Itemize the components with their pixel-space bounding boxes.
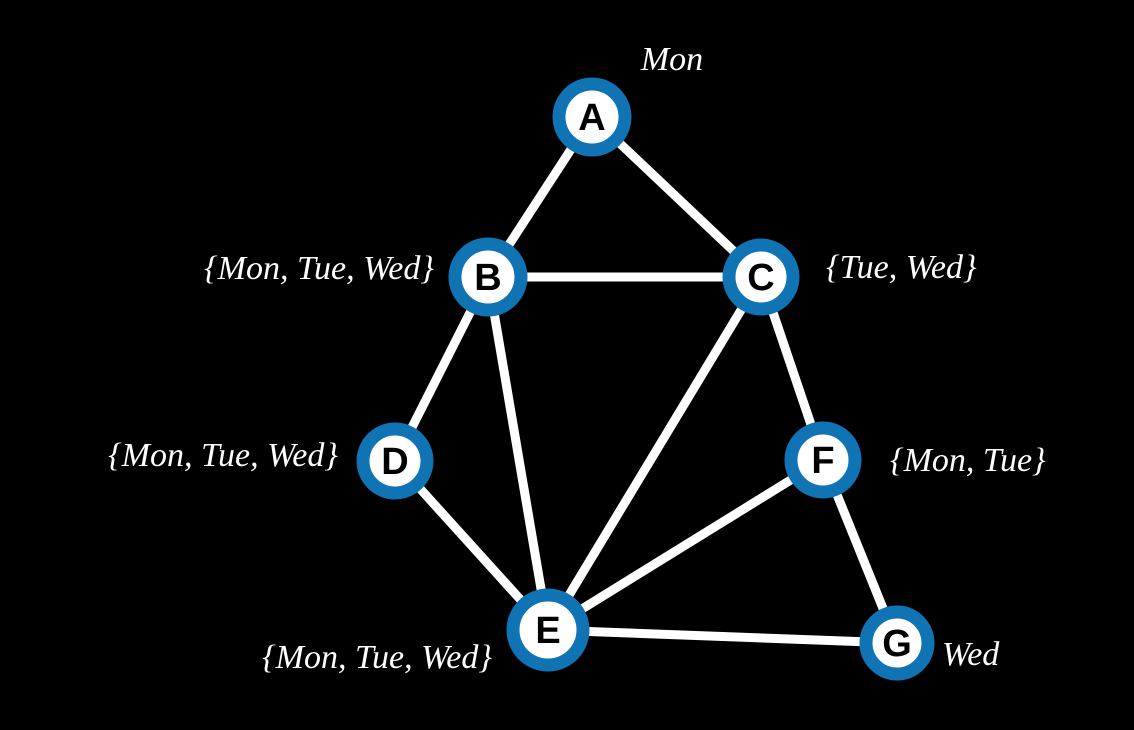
edge-c-e <box>543 272 766 635</box>
edges-layer <box>390 112 902 648</box>
node-letter-b: B <box>474 257 501 299</box>
node-d[interactable]: D <box>356 422 434 500</box>
node-circle-b <box>448 237 528 317</box>
node-letter-d: D <box>381 441 408 483</box>
domain-label-d: {Mon, Tue, Wed} <box>108 437 338 474</box>
node-circle-g <box>859 605 935 681</box>
edge-e-g <box>543 625 902 648</box>
edge-b-e <box>483 272 553 635</box>
node-b[interactable]: B <box>448 237 528 317</box>
node-circle-d <box>356 422 434 500</box>
domain-label-f: {Mon, Tue} <box>890 442 1046 479</box>
node-c[interactable]: C <box>722 238 800 316</box>
node-f[interactable]: F <box>784 421 862 499</box>
nodes-layer: A B C D E F G <box>356 77 935 681</box>
node-letter-a: A <box>578 97 605 139</box>
node-g[interactable]: G <box>859 605 935 681</box>
edge-e-f <box>543 455 828 635</box>
node-circle-a <box>552 77 632 157</box>
domain-label-b: {Mon, Tue, Wed} <box>204 250 434 287</box>
node-letter-f: F <box>811 440 834 482</box>
node-e[interactable]: E <box>506 588 590 672</box>
node-circle-c <box>722 238 800 316</box>
domain-label-a: Mon <box>640 41 704 78</box>
node-letter-c: C <box>747 257 774 299</box>
domain-label-c: {Tue, Wed} <box>826 249 977 286</box>
domain-label-e: {Mon, Tue, Wed} <box>262 639 492 676</box>
node-a[interactable]: A <box>552 77 632 157</box>
node-circle-f <box>784 421 862 499</box>
node-circle-e <box>506 588 590 672</box>
node-letter-g: G <box>882 623 912 665</box>
domain-label-g: Wed <box>942 636 1000 673</box>
node-letter-e: E <box>535 610 560 652</box>
